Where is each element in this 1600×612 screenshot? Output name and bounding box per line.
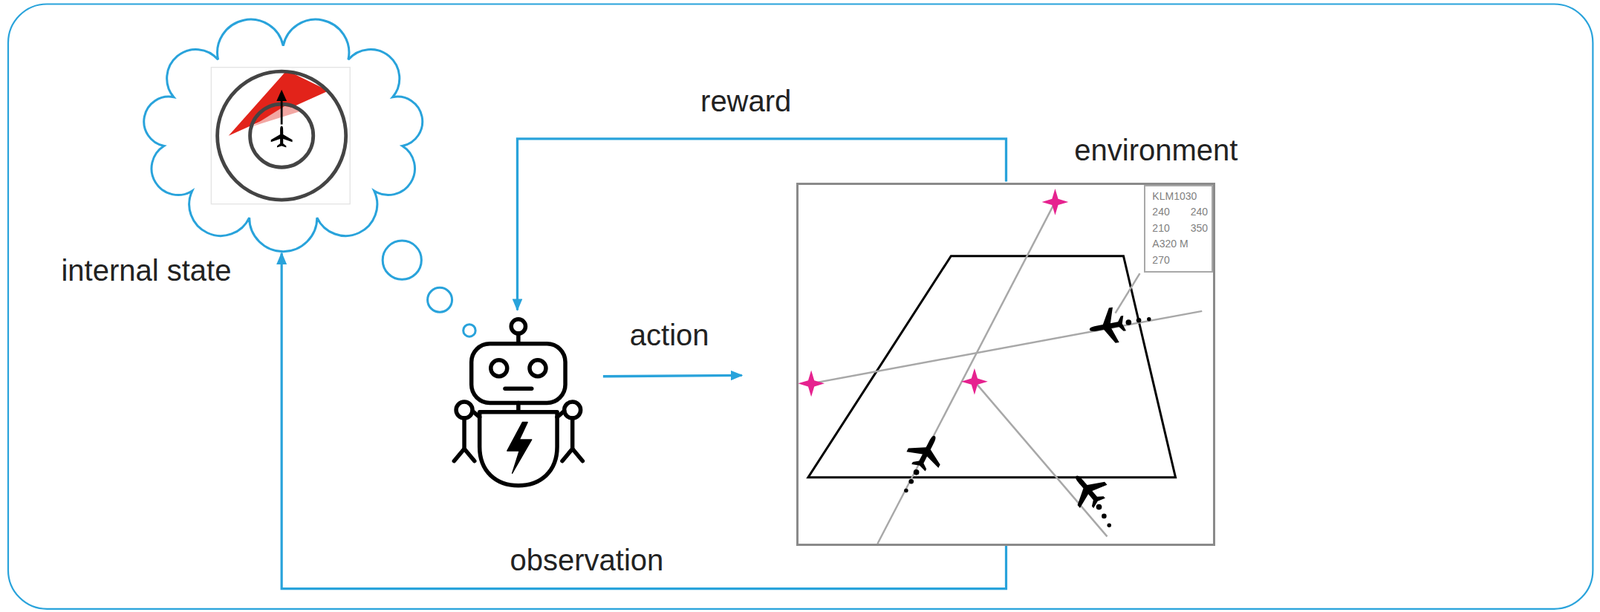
ownship-plane	[271, 126, 293, 148]
airways	[811, 202, 1202, 544]
trail-dot	[913, 469, 920, 476]
thought-bubble	[427, 287, 453, 312]
trail-dot	[1146, 317, 1151, 321]
waypoint-star	[1042, 188, 1069, 216]
node-heading: environment	[1074, 132, 1238, 168]
robot-mouth	[505, 386, 532, 390]
cloud-shape	[125, 14, 441, 253]
robot-bolt	[507, 422, 532, 474]
robot-eye	[490, 360, 508, 377]
trail-dot	[1125, 319, 1132, 326]
airway	[974, 381, 1108, 538]
robot-eye	[529, 360, 546, 377]
icon-frame	[210, 67, 350, 205]
thought-bubble	[463, 324, 476, 337]
robot-arm	[570, 418, 575, 449]
flight-data-label: KLM1030 240 240 210 350A320 M 270	[1143, 184, 1213, 273]
signal-label: reward	[700, 83, 792, 119]
aircraft	[902, 305, 1152, 528]
leader-line	[1114, 273, 1140, 314]
robot	[453, 319, 583, 486]
robot-antenna	[511, 319, 526, 334]
flight-data-text: 240	[1152, 205, 1170, 219]
trail-dot	[1106, 523, 1111, 528]
state-icon	[210, 67, 350, 205]
outer-ring	[217, 71, 347, 200]
flight-data-text: KLM1030	[1152, 190, 1197, 203]
robot-claw	[562, 448, 583, 461]
flight-data-text: 350	[1190, 222, 1208, 235]
aircraft-symbol	[902, 427, 951, 477]
node-heading: internal state	[60, 252, 232, 289]
aircraft-symbol	[1085, 305, 1128, 347]
aircraft-symbol	[1062, 464, 1113, 515]
heading-arrowhead	[276, 89, 287, 102]
trail-dot	[1096, 504, 1103, 511]
robot-head	[471, 343, 566, 404]
sector-outline	[808, 256, 1176, 478]
robot-shoulder	[564, 401, 581, 419]
airway	[877, 202, 1055, 544]
internal-state-cloud: internal state	[125, 14, 441, 253]
robot-arm	[462, 418, 466, 449]
airway	[811, 311, 1202, 385]
waypoints	[797, 188, 1069, 397]
robot-arm	[472, 410, 480, 417]
thought-bubbles	[382, 240, 476, 337]
trail-dot	[1136, 317, 1142, 324]
outer-frame	[8, 3, 1593, 609]
robot-body	[479, 412, 558, 486]
robot-shoulder	[456, 401, 473, 419]
robot-arm	[557, 410, 565, 417]
waypoint-star	[961, 368, 988, 396]
flight-data-text: 240	[1190, 205, 1208, 219]
environment-box: KLM1030240240210350A320 M270environment	[796, 182, 1216, 546]
trail-dot	[1101, 514, 1107, 520]
flight-data-text: A320 M	[1152, 237, 1188, 251]
flight-data-text: 210	[1152, 222, 1170, 235]
thought-bubble	[382, 240, 422, 280]
robot-claw	[453, 448, 474, 461]
observation-connector	[281, 253, 1006, 590]
cloud-outline	[144, 19, 423, 252]
connector-label: observation	[506, 542, 667, 578]
waypoint-star	[797, 370, 825, 398]
trail-dot	[908, 479, 914, 485]
action-arrow	[603, 375, 743, 376]
trail-dot	[903, 488, 908, 493]
heading-arrow	[280, 98, 284, 125]
airspace-map	[797, 188, 1202, 544]
signal-label: action	[629, 317, 710, 353]
flight-data-text: 270	[1152, 254, 1170, 267]
